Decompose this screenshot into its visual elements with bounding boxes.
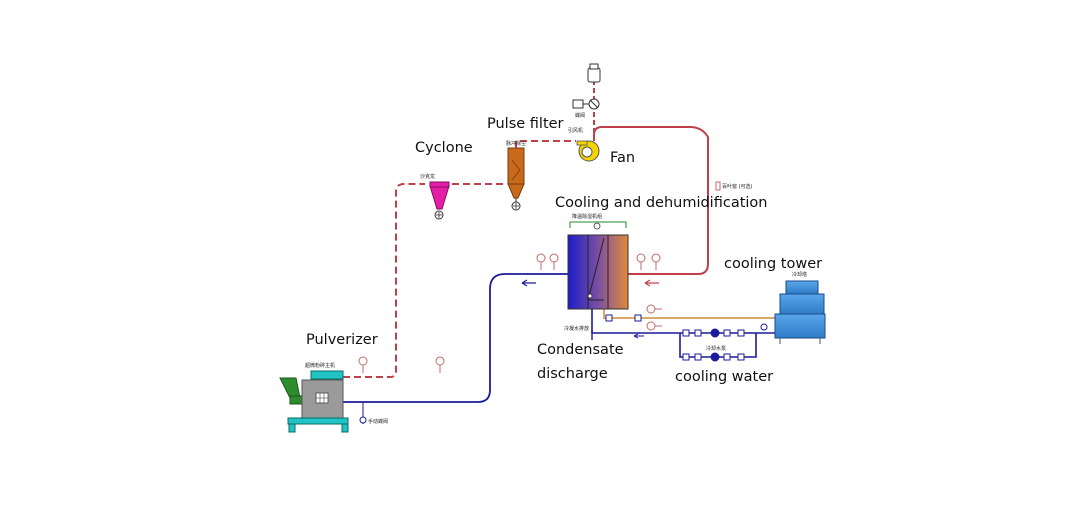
fan-cn: 引风机 (568, 127, 583, 134)
label-cooling-tower: cooling tower (724, 256, 822, 272)
fan-icon (576, 140, 600, 162)
pulverizer-cn: 超微粉碎主机 (305, 362, 335, 369)
label-pulse-filter: Pulse filter (487, 116, 564, 132)
return-air-pipe (343, 273, 568, 403)
louver-icon (715, 181, 721, 191)
dehumid-cn: 降温除湿机组 (572, 213, 602, 220)
manual-valve-icon (359, 402, 367, 424)
cooling-tower-icon (774, 280, 826, 344)
pulse-filter-cn: 脉冲除尘 (506, 140, 526, 147)
flow-arrow-return (521, 279, 536, 287)
label-pulverizer: Pulverizer (306, 332, 378, 348)
butterfly-valve-top (572, 63, 601, 110)
valve-top-cn: 蝶阀 (575, 112, 585, 119)
water-line-fittings (605, 314, 768, 362)
tower-cn: 冷却塔 (792, 271, 807, 278)
cyclone-icon (429, 181, 450, 220)
label-cyclone: Cyclone (415, 140, 473, 156)
pulverizer-icon (279, 370, 349, 433)
air-pipe-fan-to-cooling (593, 126, 709, 275)
label-fan: Fan (610, 150, 635, 166)
sensor-icons (358, 253, 662, 373)
pump-cn: 冷却水泵 (706, 345, 726, 352)
pulse-filter-icon (507, 147, 525, 211)
air-pipe-pulverizer-to-cyclone (343, 183, 425, 378)
drain-cn: 冷凝水排放 (564, 325, 589, 332)
label-condensate: Condensate (537, 342, 624, 358)
flow-arrow-inlet (644, 279, 659, 287)
cyclone-cn: 沙克龙 (420, 173, 435, 180)
cooling-water-return-line (603, 309, 780, 319)
flow-arrow-water (633, 333, 644, 339)
air-pipe-filter-to-fan (515, 140, 576, 148)
cooling-dehumidifier-unit (567, 221, 629, 310)
label-cooling-dehumidification: Cooling and dehumidification (555, 195, 767, 211)
label-discharge: discharge (537, 366, 608, 382)
label-cooling-water: cooling water (675, 369, 773, 385)
louver-cn: 百叶窗 (可选) (722, 183, 753, 190)
manual-valve-cn: 手动蝶阀 (368, 418, 388, 425)
